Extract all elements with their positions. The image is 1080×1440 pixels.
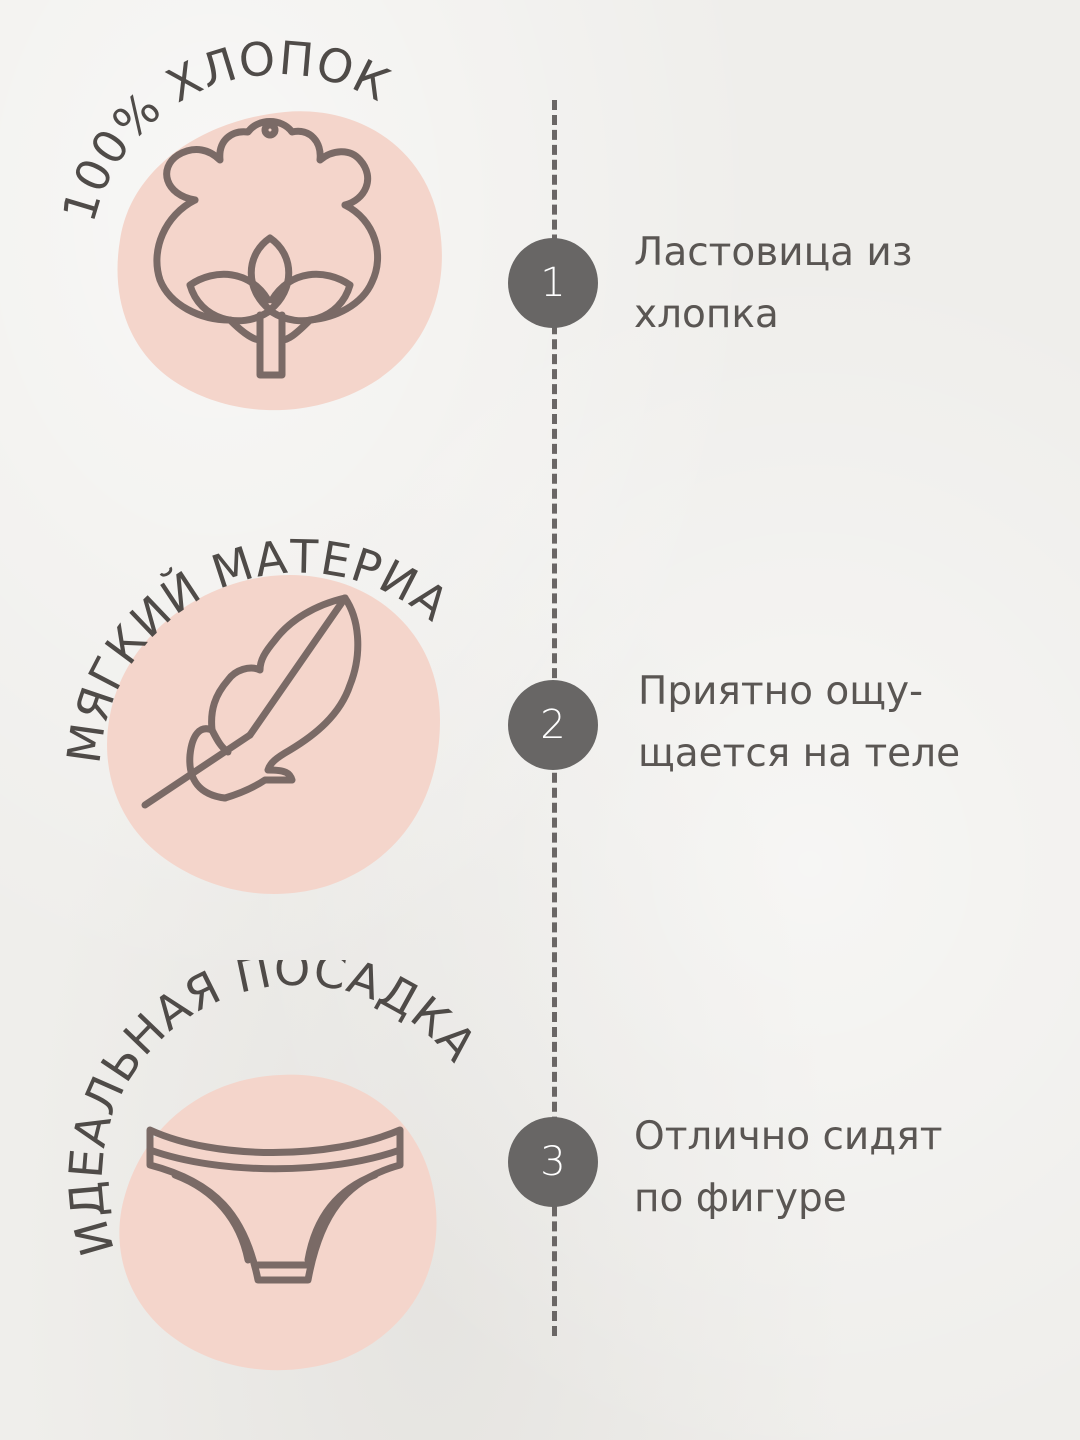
step-text-line: Ластовица из [634,230,913,275]
cotton-icon [153,118,382,379]
badge-soft-material: МЯГКИЙ МАТЕРИАЛ [0,480,540,960]
step-text-line: Отлично сидят [634,1114,943,1159]
step-text-line: по фигуре [634,1176,847,1221]
step-number-3: 3 [508,1117,598,1207]
step-text-line: хлопка [634,292,779,337]
step-text-3: Отлично сидят по фигуре [634,1106,1054,1230]
badge-perfect-fit: ИДЕАЛЬНАЯ ПОСАДКА [0,960,540,1440]
badge-cotton: 100% ХЛОПОК [0,0,540,480]
pink-blob [119,1074,437,1371]
step-text-2: Приятно ощу- щается на теле [638,661,1058,785]
step-number-2: 2 [508,680,598,770]
pink-blob [117,111,442,411]
step-number-1: 1 [508,238,598,328]
step-text-line: Приятно ощу- [638,669,924,714]
briefs-icon [146,1126,404,1284]
step-text-line: щается на теле [638,731,961,776]
step-text-1: Ластовица из хлопка [634,222,1054,346]
feather-icon [141,594,362,809]
